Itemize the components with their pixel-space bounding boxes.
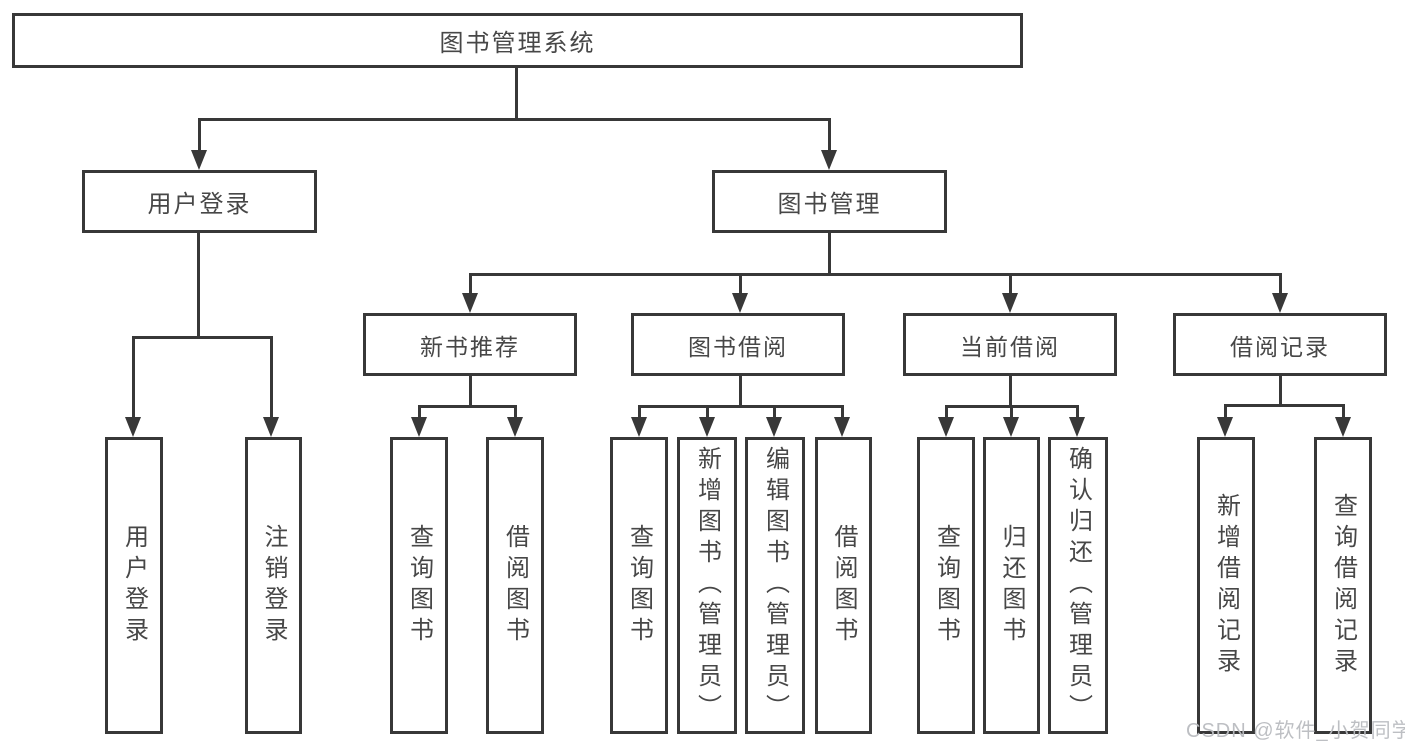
arrow-down-icon: [191, 150, 207, 170]
arrow-down-icon: [732, 293, 748, 313]
connector-line: [418, 405, 421, 419]
leaf-confirm-return-admin: 确认归还（管理员）: [1048, 437, 1108, 734]
leaf-add-books-admin: 新增图书（管理员）: [677, 437, 737, 734]
leaf-return-books: 归还图书: [983, 437, 1040, 734]
connector-line: [706, 405, 709, 419]
connector-line: [1009, 374, 1012, 407]
connector-line: [469, 374, 472, 407]
leaf-logout: 注销登录: [245, 437, 302, 734]
connector-line: [270, 336, 273, 419]
arrow-down-icon: [766, 417, 782, 437]
connector-line: [514, 405, 517, 419]
connector-line: [1224, 404, 1344, 407]
arrow-down-icon: [1003, 417, 1019, 437]
arrow-down-icon: [1272, 293, 1288, 313]
arrow-down-icon: [699, 417, 715, 437]
node-book-borrowing: 图书借阅: [631, 313, 845, 376]
arrow-down-icon: [834, 417, 850, 437]
node-library-management-system: 图书管理系统: [12, 13, 1023, 68]
connector-line: [739, 374, 742, 407]
connector-line: [1224, 404, 1227, 419]
connector-line: [638, 405, 641, 419]
connector-line: [773, 405, 776, 419]
leaf-query-books-current: 查询图书: [917, 437, 975, 734]
arrow-down-icon: [1069, 417, 1085, 437]
connector-line: [1279, 273, 1282, 295]
connector-line: [132, 336, 273, 339]
node-book-management: 图书管理: [712, 170, 947, 233]
leaf-query-books-borrow: 查询图书: [610, 437, 668, 734]
connector-line: [197, 231, 200, 337]
connector-line: [198, 118, 201, 152]
connector-line: [945, 405, 948, 419]
connector-line: [638, 405, 844, 408]
connector-line: [132, 336, 135, 419]
arrow-down-icon: [631, 417, 647, 437]
connector-line: [1076, 405, 1079, 419]
leaf-user-login: 用户登录: [105, 437, 163, 734]
arrow-down-icon: [507, 417, 523, 437]
leaf-query-borrow-record: 查询借阅记录: [1314, 437, 1372, 734]
connector-line: [469, 273, 472, 295]
leaf-add-borrow-record: 新增借阅记录: [1197, 437, 1255, 734]
node-new-book-recommendation: 新书推荐: [363, 313, 577, 376]
leaf-borrow-books-recommend: 借阅图书: [486, 437, 544, 734]
connector-line: [1009, 273, 1012, 295]
connector-line: [1010, 405, 1013, 419]
leaf-borrow-books: 借阅图书: [815, 437, 872, 734]
connector-line: [828, 118, 831, 152]
connector-line: [1342, 404, 1345, 419]
node-user-login: 用户登录: [82, 170, 317, 233]
arrow-down-icon: [411, 417, 427, 437]
arrow-down-icon: [462, 293, 478, 313]
connector-line: [739, 273, 742, 295]
watermark: CSDN @软件_小贺同学: [1186, 720, 1405, 742]
arrow-down-icon: [938, 417, 954, 437]
arrow-down-icon: [1335, 417, 1351, 437]
connector-line: [469, 273, 1282, 276]
connector-line: [828, 231, 831, 274]
arrow-down-icon: [1217, 417, 1233, 437]
arrow-down-icon: [1002, 293, 1018, 313]
connector-line: [198, 118, 831, 121]
arrow-down-icon: [125, 417, 141, 437]
connector-line: [841, 405, 844, 419]
arrow-down-icon: [263, 417, 279, 437]
leaf-query-books-recommend: 查询图书: [390, 437, 448, 734]
connector-line: [1279, 374, 1282, 406]
connector-line: [515, 66, 518, 120]
node-borrowing-records: 借阅记录: [1173, 313, 1387, 376]
leaf-edit-books-admin: 编辑图书（管理员）: [745, 437, 805, 734]
node-current-borrowing: 当前借阅: [903, 313, 1117, 376]
connector-line: [418, 405, 517, 408]
arrow-down-icon: [821, 150, 837, 170]
